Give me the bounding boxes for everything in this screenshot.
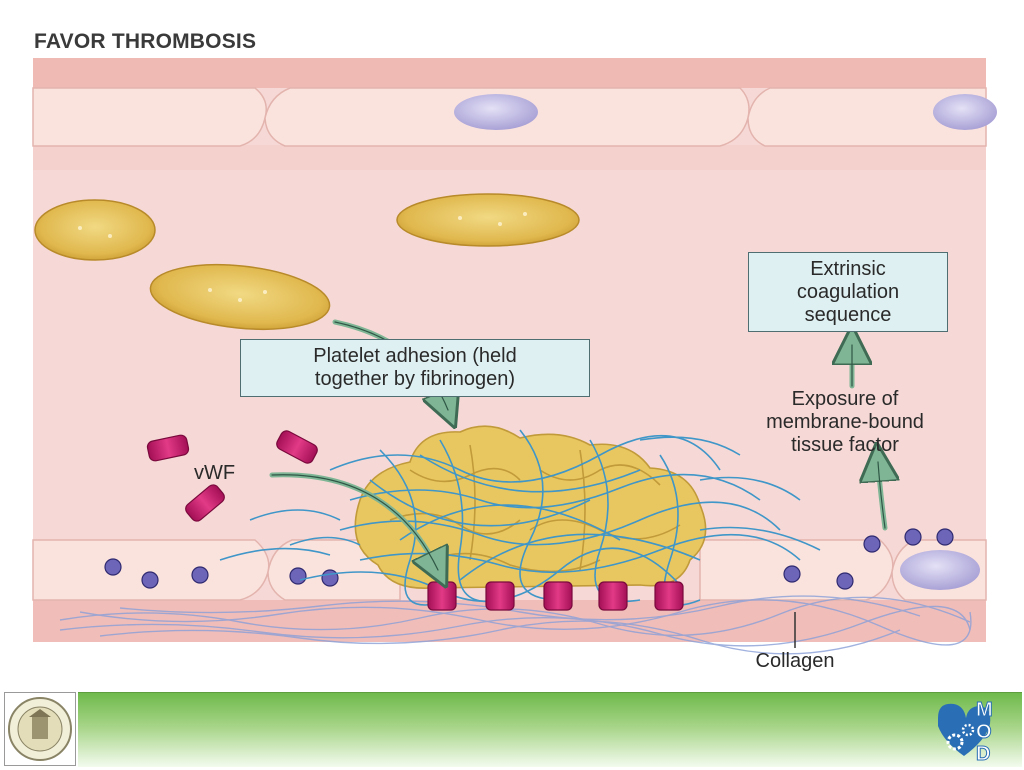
box-line: coagulation	[796, 281, 900, 303]
nucleus	[900, 550, 980, 590]
mod-logo-icon: M O D	[928, 696, 1006, 766]
label-line: tissue factor	[791, 434, 899, 456]
vwf-label: vWF	[194, 462, 236, 484]
nucleus	[933, 94, 997, 130]
university-seal-icon	[4, 692, 76, 766]
tissue-factor-dots	[104, 528, 954, 590]
box-line: Extrinsic	[810, 258, 886, 280]
extrinsic-coagulation-box: Extrinsic coagulation sequence	[748, 252, 948, 332]
collagen-label: Collagen	[755, 650, 835, 672]
label-line: Exposure of	[791, 388, 899, 410]
red-blood-cell	[396, 193, 580, 247]
slide-footer: M O D	[0, 688, 1024, 768]
footer-green-bar	[78, 692, 1022, 767]
box-line: Platelet adhesion (held	[313, 345, 517, 367]
red-blood-cell	[34, 199, 156, 261]
red-blood-cell	[149, 264, 331, 330]
box-line: sequence	[804, 304, 892, 326]
vessel-wall-top	[33, 58, 986, 88]
exposure-label: Exposure of membrane-bound tissue factor	[720, 388, 970, 457]
nucleus	[454, 94, 538, 130]
label-line: membrane-bound	[766, 411, 924, 433]
diagram-title: FAVOR THROMBOSIS	[34, 30, 257, 53]
logo-letter-o: O	[976, 721, 992, 743]
logo-letter-m: M	[976, 699, 993, 721]
logo-letter-d: D	[976, 743, 990, 762]
collagen-fibers	[59, 595, 972, 655]
endothelial-layer-top	[32, 87, 997, 147]
platelet-adhesion-box: Platelet adhesion (held together by fibr…	[240, 339, 590, 397]
box-line: together by fibrinogen)	[314, 368, 516, 390]
